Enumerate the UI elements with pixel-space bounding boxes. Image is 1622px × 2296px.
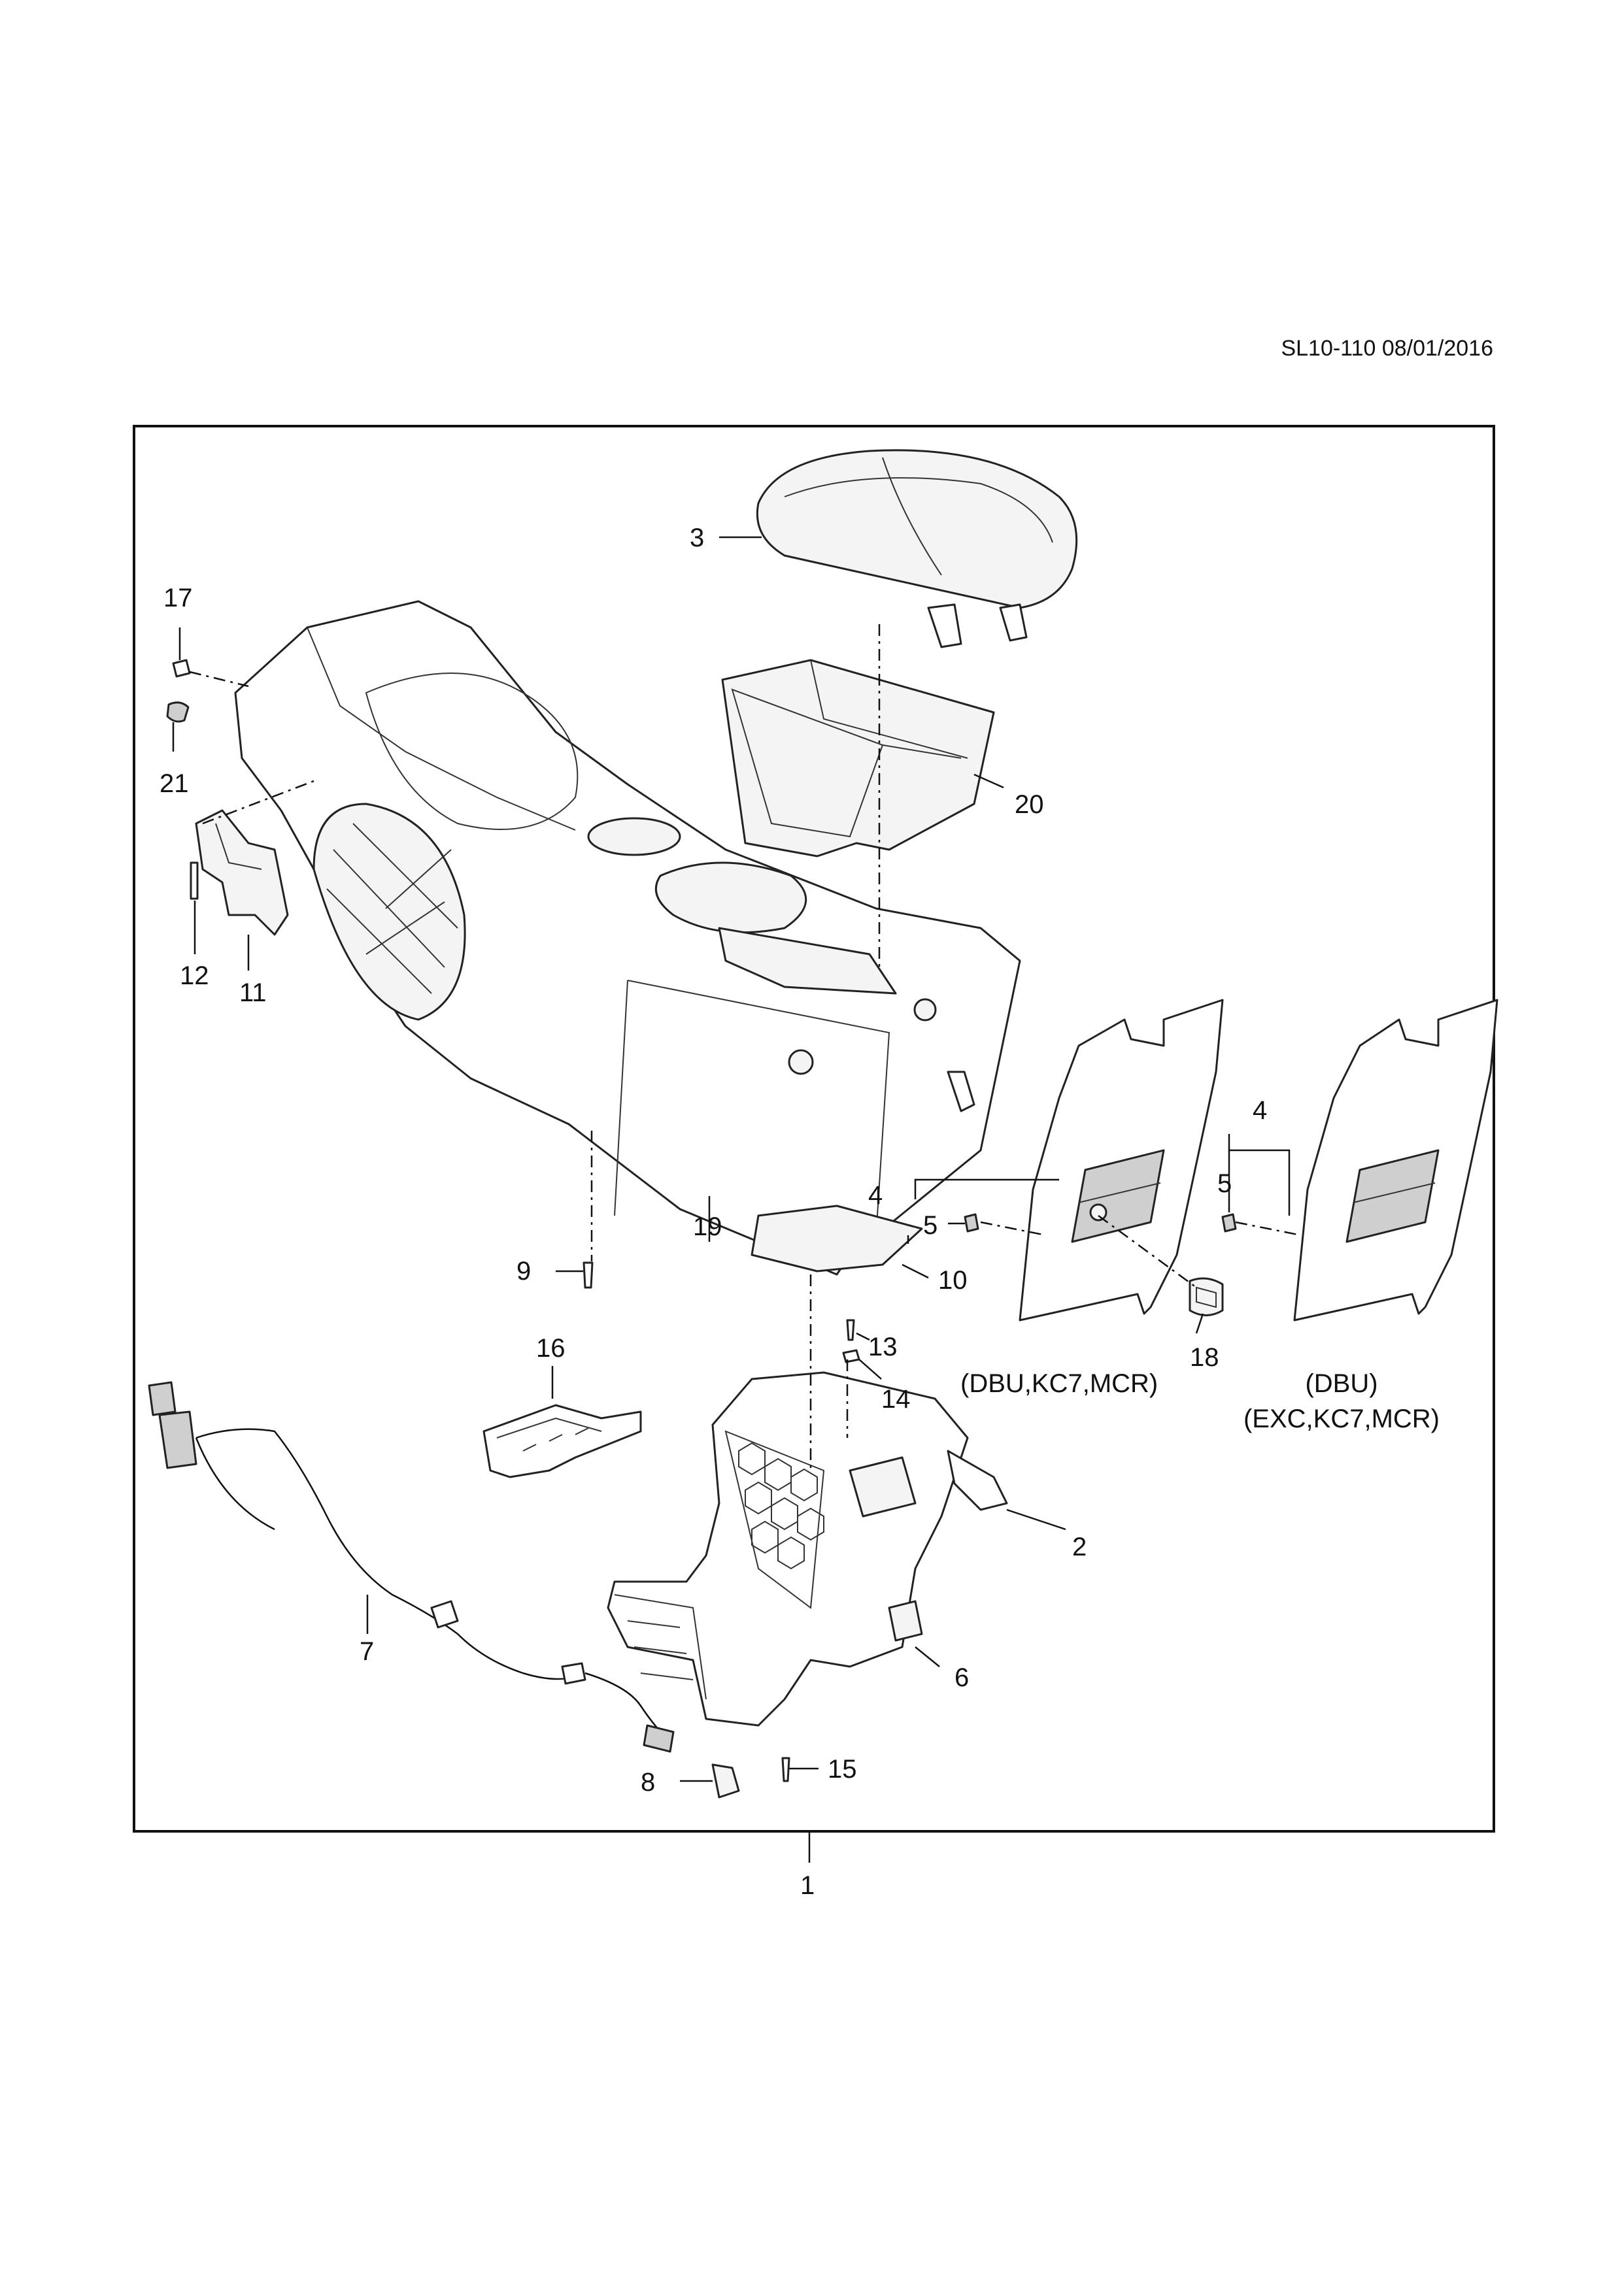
callout-1: 1 (800, 1871, 815, 1900)
callout-16: 16 (536, 1334, 566, 1363)
callout-2: 2 (1072, 1533, 1087, 1561)
callout-12: 12 (180, 961, 209, 990)
wiring-harness-illustration (148, 1381, 740, 1799)
callout-8: 8 (641, 1768, 655, 1797)
callout-7: 7 (360, 1637, 374, 1666)
left-bracket-illustration (166, 659, 289, 936)
callout-4-left: 4 (868, 1181, 883, 1210)
callout-15: 15 (828, 1755, 857, 1784)
variant-captions: (DBU,KC7,MCR) (DBU) (EXC,KC7,MCR) (960, 1369, 1440, 1433)
caption-right-panel-line2: (EXC,KC7,MCR) (1243, 1405, 1440, 1433)
callout-3: 3 (690, 524, 704, 552)
honeycomb-pattern (738, 1442, 824, 1570)
callout-6: 6 (955, 1663, 969, 1692)
tray-pad-illustration (751, 1205, 923, 1273)
side-panel-right-illustration (1293, 999, 1498, 1322)
callout-21: 21 (160, 769, 189, 798)
callout-14: 14 (881, 1385, 911, 1414)
diagram-reference-date: SL10-110 08/01/2016 (1281, 336, 1493, 361)
caption-right-panel-line1: (DBU) (1305, 1369, 1377, 1398)
callout-18: 18 (1190, 1343, 1219, 1372)
callout-9: 9 (516, 1257, 531, 1286)
lower-carrier-illustration (607, 1371, 1008, 1727)
callout-19: 19 (693, 1212, 722, 1241)
callout-13: 13 (868, 1333, 898, 1361)
console-housing-illustration (234, 600, 1021, 1276)
callout-20: 20 (1015, 790, 1044, 819)
callout-10: 10 (938, 1266, 968, 1295)
assembly-axes (189, 624, 1302, 1471)
caption-left-panel: (DBU,KC7,MCR) (960, 1369, 1158, 1398)
callout-labels: 3 20 17 21 12 11 9 19 10 13 14 2 6 15 8 … (160, 524, 1267, 1900)
leader-lines (172, 536, 1291, 1863)
callout-4-right: 4 (1253, 1096, 1267, 1125)
small-bracket-illustration (482, 1404, 642, 1478)
callout-17: 17 (163, 584, 193, 612)
armrest-lid-illustration (756, 449, 1078, 648)
storage-bin-illustration (721, 659, 995, 857)
callout-11: 11 (239, 978, 267, 1007)
screws-illustration (583, 1261, 860, 1782)
callout-5-right: 5 (1217, 1169, 1232, 1198)
clip-and-insert-illustration (964, 1213, 1237, 1316)
callout-5-left: 5 (923, 1211, 938, 1240)
side-panel-left-illustration (1019, 999, 1224, 1322)
assembly-frame (133, 425, 1495, 1833)
